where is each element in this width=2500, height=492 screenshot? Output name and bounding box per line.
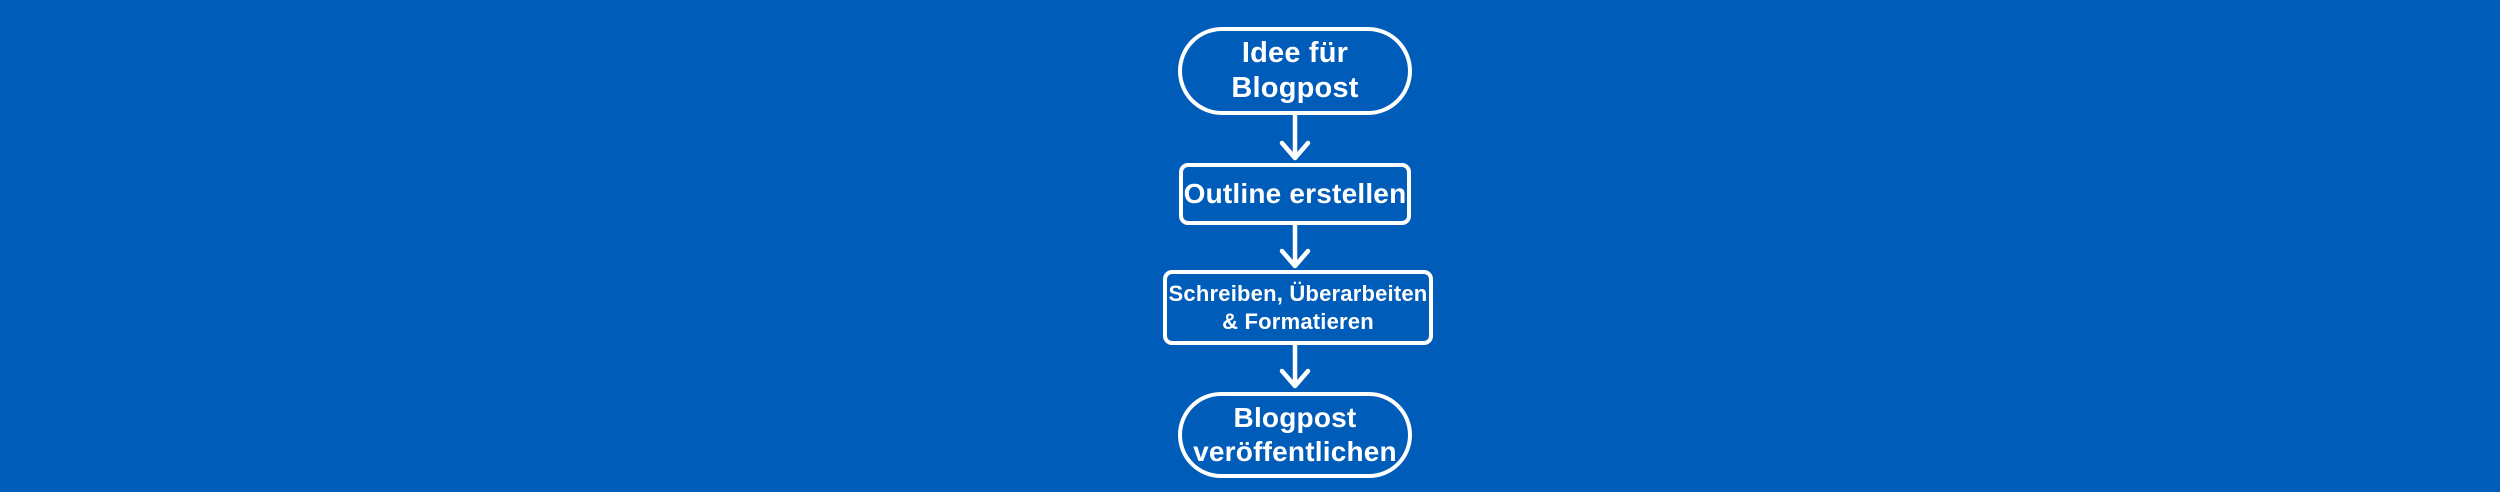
node-label-line: Schreiben, Überarbeiten: [1168, 280, 1428, 306]
node-label-line: Blogpost: [1231, 72, 1359, 104]
node-label-line: Idee für: [1241, 37, 1349, 69]
arrow-down-icon: [1279, 343, 1311, 389]
flowchart-node-publish: Blogpost veröffentlichen: [1178, 392, 1412, 478]
arrow-down-icon: [1279, 223, 1311, 269]
node-label-line: & Formatieren: [1222, 308, 1374, 334]
flowchart-node-write-revise-format: Schreiben, Überarbeiten & Formatieren: [1163, 270, 1433, 345]
node-label-line: Blogpost: [1233, 402, 1357, 433]
node-label-line: veröffentlichen: [1193, 436, 1397, 467]
node-label-line: Outline erstellen: [1183, 178, 1407, 209]
flowchart-node-idea: Idee für Blogpost: [1178, 27, 1412, 115]
arrow-down-icon: [1279, 113, 1311, 161]
flowchart-node-outline: Outline erstellen: [1179, 163, 1411, 225]
